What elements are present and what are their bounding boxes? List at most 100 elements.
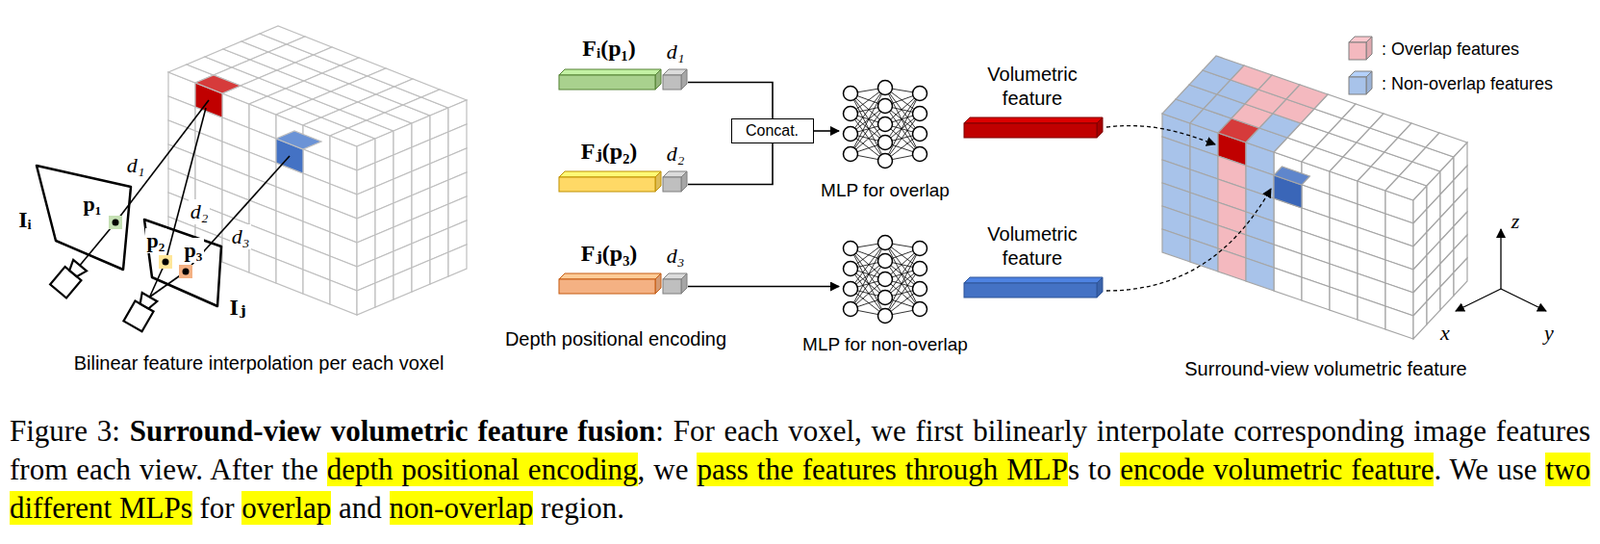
pixel-patch xyxy=(178,264,193,279)
feature-label: Fⱼ(p₃) xyxy=(581,238,638,267)
connector xyxy=(687,143,773,185)
network-neuron xyxy=(878,272,893,287)
network-neuron xyxy=(913,302,928,317)
bar-front xyxy=(964,282,1097,298)
voxel-cell xyxy=(375,275,394,307)
voxel-cell xyxy=(1329,286,1358,320)
network-neuron xyxy=(878,117,893,132)
voxel-cell xyxy=(330,279,357,315)
network-neuron xyxy=(843,86,859,102)
depth-encoding-label: d₂ xyxy=(666,141,686,167)
voxel-cell xyxy=(448,244,467,277)
image-label: Iⱼ xyxy=(229,292,247,321)
node-label: Volumetric feature xyxy=(974,222,1091,271)
network-neuron xyxy=(843,106,859,122)
depth-encoding-label: d₃ xyxy=(666,243,686,269)
pixel-label: p₁ xyxy=(81,191,104,217)
network-neuron xyxy=(913,86,928,102)
panel-title: Surround-view volumetric feature xyxy=(1184,357,1467,381)
network-neuron xyxy=(843,147,859,162)
node-label: Concat. xyxy=(745,122,799,140)
voxel-grid xyxy=(1162,55,1468,339)
voxel-cap xyxy=(276,130,322,150)
network-neuron xyxy=(843,302,859,317)
bar-top xyxy=(558,273,661,280)
mlp-icon: MLP for non-overlap xyxy=(838,234,932,324)
depth-encoding-label: d₁ xyxy=(666,39,686,65)
legend-item: : Non-overlap features xyxy=(1346,69,1553,97)
voxel-cell xyxy=(356,282,376,315)
node-shape xyxy=(838,79,932,169)
voxel-cell xyxy=(411,259,431,292)
network-neuron xyxy=(913,261,928,277)
network-neuron xyxy=(878,290,893,305)
voxel-cell xyxy=(1413,301,1427,339)
feature-label: Fᵢ(p₁) xyxy=(582,35,635,62)
voxel-cell xyxy=(276,258,304,294)
placement-arrow xyxy=(1106,126,1216,145)
network-neuron xyxy=(843,126,859,142)
network-neuron xyxy=(878,253,893,269)
network-neuron xyxy=(878,135,893,151)
caption-emphasis: Surround-view volumetric feature fusion xyxy=(129,413,657,448)
network-neuron xyxy=(878,308,893,324)
swatch-front xyxy=(1348,76,1367,95)
pixel-label: p₂ xyxy=(145,228,168,254)
legend-item: : Overlap features xyxy=(1346,34,1520,62)
voxel-cell xyxy=(1286,84,1328,109)
connector xyxy=(687,285,839,288)
panel-title: Depth positional encoding xyxy=(505,328,727,351)
figure-caption: Figure 3: Surround-view volumetric featu… xyxy=(9,411,1591,528)
pixel-label: p₃ xyxy=(182,237,205,263)
bar-side xyxy=(681,171,687,192)
voxel-cap xyxy=(1273,166,1310,185)
bar-front xyxy=(964,123,1097,138)
node-shape xyxy=(838,234,932,324)
bar-front xyxy=(558,177,656,192)
pixel-point xyxy=(162,258,170,266)
connector xyxy=(813,129,839,132)
network-neuron xyxy=(878,153,893,169)
bar-top xyxy=(964,117,1103,124)
bar-side xyxy=(681,273,687,294)
bar-top xyxy=(558,171,661,178)
bar-side xyxy=(655,171,661,192)
distance-label: d₂ xyxy=(188,199,211,225)
network-neuron xyxy=(878,80,893,96)
volumetric-feature: Volumetric feature xyxy=(962,219,1109,301)
voxel-cell xyxy=(1453,257,1468,296)
voxel-cell xyxy=(1301,277,1330,310)
voxel-cell xyxy=(1440,272,1454,310)
legend-swatch xyxy=(1346,34,1374,62)
voxel-cell xyxy=(303,269,331,305)
bar-front xyxy=(558,75,656,90)
image-label: Iᵢ xyxy=(18,206,32,233)
node-label: Volumetric feature xyxy=(974,62,1091,111)
projection-ray xyxy=(165,107,206,262)
image-plane xyxy=(144,219,222,306)
swatch-front xyxy=(1348,42,1367,60)
mlp-icon: MLP for overlap xyxy=(838,79,932,169)
voxel-cell xyxy=(1190,238,1219,272)
connector xyxy=(687,82,773,120)
bar-front xyxy=(558,279,656,294)
feature-vector: Fⱼ(p₃) d₃ xyxy=(556,236,688,297)
bar-top xyxy=(558,69,661,76)
network-neuron xyxy=(878,99,893,114)
voxel-cell xyxy=(1273,267,1302,301)
bar-side xyxy=(655,273,661,294)
bar-front xyxy=(662,75,682,90)
voxel-cell xyxy=(1357,296,1386,330)
camera-lens xyxy=(136,292,157,311)
bar-front xyxy=(662,177,682,192)
axis-line xyxy=(1455,288,1501,311)
network-neuron xyxy=(843,241,859,256)
placement-arrow xyxy=(1106,188,1271,291)
concat-box: Concat. xyxy=(731,118,814,144)
bar-side xyxy=(1096,117,1103,138)
pixel-patch xyxy=(158,254,173,269)
voxel-cell xyxy=(195,75,241,94)
axis-label: y xyxy=(1544,320,1554,346)
pixel-point xyxy=(112,219,120,227)
